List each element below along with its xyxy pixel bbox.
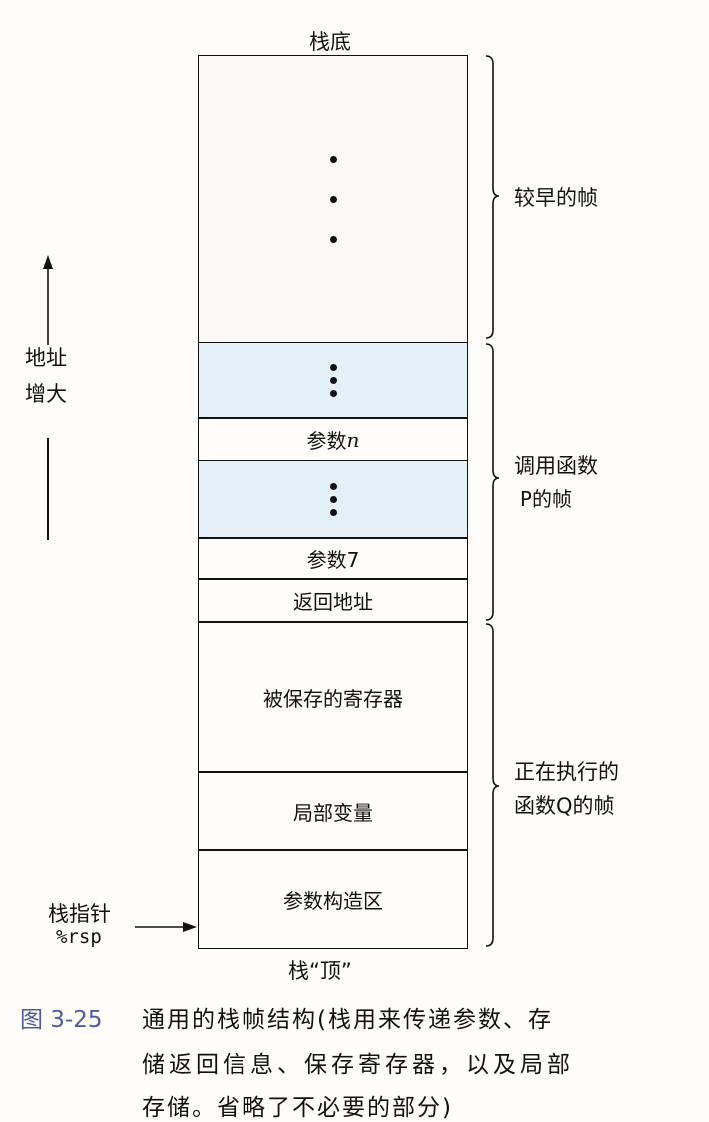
brace-caller-frame bbox=[485, 343, 500, 621]
caller-args-ellipsis-cell bbox=[198, 342, 468, 419]
arrow-up-icon bbox=[43, 255, 53, 345]
ellipsis-icon bbox=[329, 156, 337, 243]
caller-frame-label-1: 调用函数 bbox=[514, 454, 598, 478]
address-line bbox=[47, 438, 49, 540]
current-frame-label-1: 正在执行的 bbox=[514, 760, 619, 784]
ellipsis-icon bbox=[329, 483, 337, 516]
return-address-cell: 返回地址 bbox=[198, 578, 468, 623]
argument-build-area-cell: 参数构造区 bbox=[198, 849, 468, 949]
arrow-right-icon bbox=[135, 922, 197, 932]
arg-n-label: 参数 bbox=[306, 429, 347, 453]
address-label-2: 增大 bbox=[25, 382, 67, 406]
stack-bottom-label: 栈底 bbox=[309, 30, 351, 54]
local-variables-cell: 局部变量 bbox=[198, 771, 468, 851]
stack-top-label: 栈“顶” bbox=[288, 959, 352, 983]
earlier-frames-cell bbox=[198, 55, 468, 344]
caption-line-2: 储返回信息、保存寄存器，以及局部 bbox=[142, 1052, 574, 1078]
arg-n-variable: n bbox=[346, 427, 360, 452]
ellipsis-icon bbox=[329, 364, 337, 397]
caller-frame-label-2: P的帧 bbox=[520, 487, 573, 511]
caption-line-1: 通用的栈帧结构(栈用来传递参数、存 bbox=[142, 1007, 553, 1033]
address-label-1: 地址 bbox=[25, 346, 67, 370]
stack-pointer-register: %rsp bbox=[56, 926, 102, 948]
saved-registers-cell: 被保存的寄存器 bbox=[198, 621, 468, 773]
current-frame-label-2: 函数Q的帧 bbox=[514, 794, 615, 818]
brace-current-frame bbox=[485, 623, 500, 947]
braces bbox=[485, 55, 500, 947]
figure-number: 图 3-25 bbox=[20, 1007, 103, 1033]
brace-earlier-frames bbox=[485, 55, 500, 339]
stack-pointer-label: 栈指针 bbox=[48, 902, 111, 926]
arg-7-cell: 参数7 bbox=[198, 537, 468, 580]
earlier-frames-label: 较早的帧 bbox=[514, 186, 598, 210]
caller-args-ellipsis-cell-2 bbox=[198, 460, 468, 539]
